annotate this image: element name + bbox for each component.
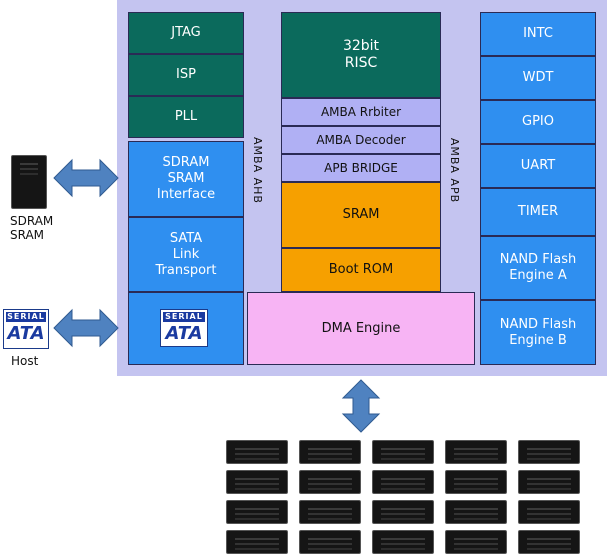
nand-flash-chip-icon xyxy=(299,500,361,524)
boot-rom-block: Boot ROM xyxy=(281,248,441,292)
risc-cpu-block: 32bit RISC xyxy=(281,12,441,98)
sram-block: SRAM xyxy=(281,182,441,248)
sata-link-line-2: Link xyxy=(172,246,200,262)
sdram-label-line-1: SDRAM xyxy=(10,214,54,228)
sata-logo-top-text: SERIAL xyxy=(163,312,205,322)
flash-double-arrow-icon xyxy=(341,379,381,433)
nand-flash-chip-icon xyxy=(372,500,434,524)
host-label: Host xyxy=(11,354,39,368)
nand-flash-chip-icon xyxy=(226,530,288,554)
nand-flash-chip-icon xyxy=(372,470,434,494)
nand-flash-chip-icon xyxy=(226,500,288,524)
risc-line-2: RISC xyxy=(344,55,378,71)
nand-flash-chip-icon xyxy=(518,500,580,524)
nand-flash-engine-a-block: NAND Flash Engine A xyxy=(480,236,596,300)
nand-flash-chip-icon xyxy=(445,470,507,494)
amba-arbiter-block: AMBA Rrbiter xyxy=(281,98,441,126)
wdt-block: WDT xyxy=(480,56,596,100)
pll-block: PLL xyxy=(128,96,244,138)
nand-b-line-2: Engine B xyxy=(509,332,567,348)
sdram-external-label: SDRAM SRAM xyxy=(10,214,70,242)
host-sata-logo-icon: SERIAL ATA xyxy=(3,309,49,349)
sdram-interface-line-2: SRAM xyxy=(167,171,205,186)
nand-b-line-1: NAND Flash xyxy=(499,316,577,332)
sata-logo-main-text: ATA xyxy=(165,323,203,344)
nand-flash-chip-icon xyxy=(518,440,580,464)
nand-flash-chip-icon xyxy=(372,440,434,464)
sata-logo-icon: SERIAL ATA xyxy=(160,309,208,347)
sata-link-transport-block: SATA Link Transport xyxy=(128,217,244,292)
nand-flash-chip-icon xyxy=(518,530,580,554)
amba-decoder-block: AMBA Decoder xyxy=(281,126,441,154)
nand-flash-chip-icon xyxy=(445,500,507,524)
sdram-label-line-2: SRAM xyxy=(10,228,45,242)
nand-flash-chip-icon xyxy=(518,470,580,494)
dma-engine-block: DMA Engine xyxy=(247,292,475,365)
intc-block: INTC xyxy=(480,12,596,56)
jtag-block: JTAG xyxy=(128,12,244,54)
nand-flash-engine-b-block: NAND Flash Engine B xyxy=(480,300,596,365)
gpio-block: GPIO xyxy=(480,100,596,144)
sata-link-line-1: SATA xyxy=(169,230,203,246)
nand-flash-chip-icon xyxy=(299,440,361,464)
host-double-arrow-icon xyxy=(53,308,119,348)
nand-flash-chip-icon xyxy=(372,530,434,554)
sdram-sram-interface-block: SDRAM SRAM Interface xyxy=(128,141,244,217)
host-logo-top-text: SERIAL xyxy=(6,312,46,322)
nand-flash-chip-icon xyxy=(299,530,361,554)
isp-block: ISP xyxy=(128,54,244,96)
timer-block: TIMER xyxy=(480,188,596,236)
sdram-double-arrow-icon xyxy=(53,158,119,198)
nand-flash-chip-grid xyxy=(226,440,602,559)
nand-flash-chip-icon xyxy=(226,470,288,494)
risc-line-1: 32bit xyxy=(342,38,380,54)
nand-flash-chip-icon xyxy=(226,440,288,464)
sdram-chip-icon xyxy=(11,155,47,209)
nand-flash-chip-icon xyxy=(445,530,507,554)
apb-bridge-block: APB BRIDGE xyxy=(281,154,441,182)
nand-flash-chip-icon xyxy=(299,470,361,494)
sata-link-line-3: Transport xyxy=(155,262,217,278)
nand-a-line-1: NAND Flash xyxy=(499,252,577,267)
sdram-interface-line-1: SDRAM xyxy=(162,155,210,170)
uart-block: UART xyxy=(480,144,596,188)
host-logo-main-text: ATA xyxy=(7,323,45,344)
sdram-interface-line-3: Interface xyxy=(156,187,216,202)
nand-a-line-2: Engine A xyxy=(509,268,567,283)
nand-flash-chip-icon xyxy=(445,440,507,464)
